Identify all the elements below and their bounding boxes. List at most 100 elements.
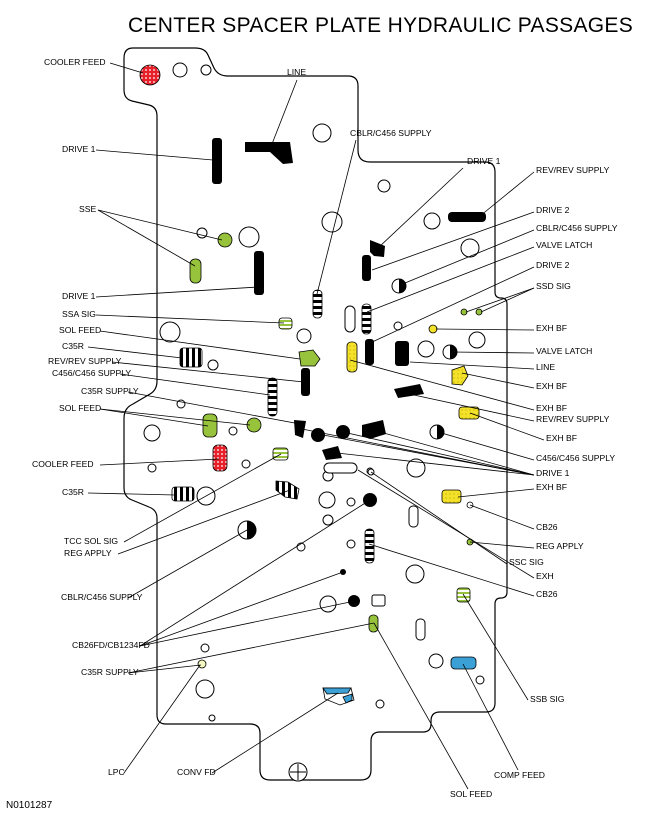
label-cooler-feed-mid: COOLER FEED <box>32 459 94 469</box>
leader-cblr-c456-supply-right-0 <box>404 229 535 284</box>
label-exh-bf-c: EXH BF <box>536 403 567 413</box>
leader-c35r-supply-mid-0 <box>127 391 301 425</box>
leader-cb26fd-cb1234fd-2 <box>139 499 371 647</box>
label-cooler-feed-top: COOLER FEED <box>44 57 106 67</box>
leader-reg-apply-right-0 <box>469 541 535 549</box>
label-c456-c456-supply-left: C456/C456 SUPPLY <box>52 368 131 378</box>
label-c35r-supply-bottom: C35R SUPPLY <box>81 667 139 677</box>
leader-drive1-right-mid-4 <box>327 451 535 476</box>
label-valve-latch-top: VALVE LATCH <box>536 240 592 250</box>
leader-rev-rev-supply-top-0 <box>479 171 535 217</box>
label-exh-bf-e: EXH BF <box>536 482 567 492</box>
leader-cb26-b-0 <box>368 543 535 597</box>
leader-drive1-left-top-0 <box>95 149 214 161</box>
label-drive1-left-top: DRIVE 1 <box>62 144 96 154</box>
leader-lpc-0 <box>123 664 201 774</box>
leader-drive1-right-mid-2 <box>342 431 535 476</box>
black-passages <box>212 138 486 607</box>
leader-exh-bf-b-0 <box>461 372 535 389</box>
label-ssc-sig: SSC SIG <box>509 557 544 567</box>
label-exh-bf-d: EXH BF <box>546 433 577 443</box>
leader-c456-c456-supply-right-0 <box>437 431 535 461</box>
leader-sse-1 <box>97 209 196 267</box>
label-exh-bf-b: EXH BF <box>536 381 567 391</box>
leader-cooler-feed-top-0 <box>109 62 144 74</box>
label-ssd-sig: SSD SIG <box>536 281 571 291</box>
leader-exh-0 <box>357 469 535 579</box>
label-tcc-sol-sig: TCC SOL SIG <box>64 536 118 546</box>
leader-drive1-right-top-0 <box>377 167 464 249</box>
leader-sol-feed-mid-0 <box>99 330 301 360</box>
leader-cblr-c456-supply-left-0 <box>127 529 248 599</box>
leader-ssd-sig-1 <box>480 287 535 313</box>
leader-c456-c456-supply-left-0 <box>119 373 271 396</box>
label-lpc: LPC <box>108 767 125 777</box>
leader-ssc-sig-0 <box>370 471 508 565</box>
label-line-top: LINE <box>287 67 306 77</box>
label-drive1-left-mid: DRIVE 1 <box>62 291 96 301</box>
label-sol-feed-left: SOL FEED <box>59 403 101 413</box>
label-valve-latch-mid: VALVE LATCH <box>536 346 592 356</box>
leader-ssb-sig-0 <box>462 593 529 701</box>
figure-number: N0101287 <box>6 800 53 811</box>
leader-exh-bf-c-0 <box>349 359 535 411</box>
label-sol-feed-mid: SOL FEED <box>59 325 101 335</box>
label-rev-rev-supply-top: REV/REV SUPPLY <box>536 165 610 175</box>
label-line-mid: LINE <box>536 362 555 372</box>
red-passages <box>139 64 228 472</box>
label-comp-feed: COMP FEED <box>494 770 545 780</box>
label-cb26fd-cb1234fd: CB26FD/CB1234FD <box>72 640 150 650</box>
leader-tcc-sol-sig-0 <box>123 453 282 543</box>
plain-holes <box>143 62 486 782</box>
leader-c35r-mid-0 <box>87 492 176 496</box>
leader-exh-bf-a-0 <box>435 328 535 331</box>
leader-line-top-0 <box>271 79 298 145</box>
leader-cb26fd-cb1234fd-0 <box>139 571 344 647</box>
leader-rev-rev-supply-left-0 <box>111 361 305 383</box>
leader-sol-feed-bottom-0 <box>373 622 469 790</box>
leader-reg-apply-left-0 <box>117 489 291 555</box>
leader-sol-feed-left-0 <box>99 408 209 427</box>
leader-valve-latch-top-0 <box>366 246 535 313</box>
leader-cb26fd-cb1234fd-1 <box>139 601 351 647</box>
leader-drive2-a-0 <box>371 211 535 271</box>
label-c35r-mid: C35R <box>62 487 84 497</box>
leader-lines <box>87 62 545 790</box>
label-ssa-sig: SSA SIG <box>62 309 96 319</box>
striped-passages <box>171 289 375 564</box>
label-drive2-b: DRIVE 2 <box>536 260 570 270</box>
leader-rev-rev-supply-right-0 <box>399 391 535 422</box>
leader-drive1-left-mid-0 <box>95 286 259 298</box>
label-ssb-sig: SSB SIG <box>530 694 565 704</box>
leader-ssd-sig-0 <box>465 287 535 313</box>
leader-drive1-right-mid-1 <box>317 433 535 476</box>
callout-labels: COOLER FEED LINE CBLR/C456 SUPPLY DRIVE 1 DR… <box>32 57 618 799</box>
leader-cblr-c456-supply-top-0 <box>316 139 357 295</box>
leader-c35r-supply-bottom-1 <box>127 664 202 674</box>
label-exh: EXH <box>536 571 554 581</box>
label-cblr-c456-supply-right: CBLR/C456 SUPPLY <box>536 223 618 233</box>
label-c456-c456-supply-right: C456/C456 SUPPLY <box>536 453 615 463</box>
label-drive2-a: DRIVE 2 <box>536 205 570 215</box>
leader-conv-fd-0 <box>211 692 339 774</box>
leader-cooler-feed-mid-0 <box>99 458 220 466</box>
label-cb26-a: CB26 <box>536 522 558 532</box>
leader-exh-bf-e-0 <box>457 488 535 498</box>
leader-c35r-top-0 <box>87 346 183 359</box>
label-cb26-b: CB26 <box>536 589 558 599</box>
leader-line-mid-0 <box>409 361 535 370</box>
label-reg-apply-right: REG APPLY <box>536 541 584 551</box>
label-rev-rev-supply-right: REV/REV SUPPLY <box>536 414 610 424</box>
label-sol-feed-bottom: SOL FEED <box>450 789 492 799</box>
label-drive1-right-top: DRIVE 1 <box>467 156 501 166</box>
leader-valve-latch-mid-0 <box>451 351 535 354</box>
leader-sol-feed-left-1 <box>99 408 251 426</box>
label-c35r-top: C35R <box>62 341 84 351</box>
label-exh-bf-a: EXH BF <box>536 323 567 333</box>
leader-sse-0 <box>97 209 223 241</box>
blue-passages <box>322 656 477 706</box>
page-title: CENTER SPACER PLATE HYDRAULIC PASSAGES <box>128 14 634 37</box>
plate-outline <box>123 47 508 781</box>
leader-cb26-a-0 <box>469 504 535 530</box>
